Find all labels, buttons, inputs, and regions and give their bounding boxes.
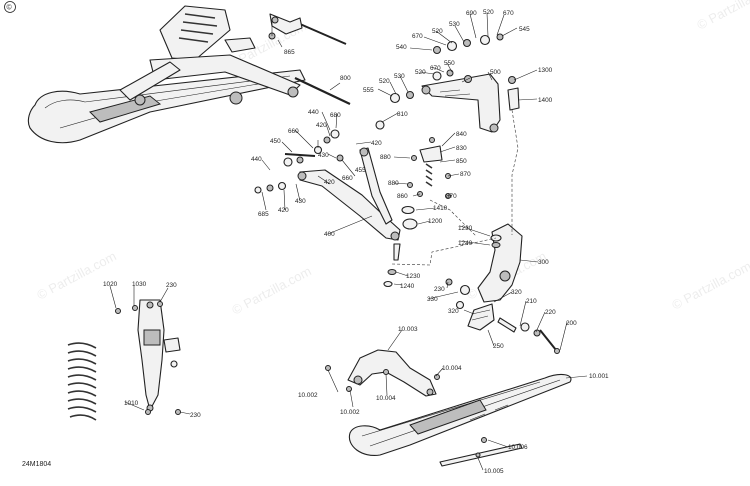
spindle-300 (445, 223, 560, 354)
tie-rod-865 (268, 13, 347, 45)
part-label: 420 (371, 140, 382, 147)
part-label: 430 (318, 152, 329, 159)
part-label: 1230 (406, 273, 421, 280)
part-label: 880 (380, 154, 391, 161)
part-label: 10.006 (508, 444, 528, 451)
part-label: 220 (545, 309, 556, 316)
bushing-stack-top (375, 33, 520, 130)
part-label: 210 (526, 298, 537, 305)
bushing-stack-left (254, 129, 344, 194)
part-label: 870 (446, 193, 457, 200)
part-label: 400 (324, 231, 335, 238)
part-label: 500 (490, 69, 501, 76)
part-label: 670 (430, 65, 441, 72)
copyright-circle (4, 1, 16, 13)
watermark: © Partzilla.com (229, 263, 313, 317)
part-label: 10.005 (484, 468, 504, 475)
part-label: 1400 (538, 97, 553, 104)
part-label: 10.004 (442, 365, 462, 372)
bushings-1410-1200 (383, 205, 418, 288)
part-label: 545 (519, 26, 530, 33)
dashed-leader (429, 199, 477, 237)
label-leaders (109, 12, 588, 471)
part-label: 330 (427, 296, 438, 303)
part-label: 870 (460, 171, 471, 178)
ski-exploded (325, 349, 572, 467)
part-label: 880 (388, 180, 399, 187)
part-label: 660 (342, 175, 353, 182)
part-label: 200 (566, 320, 577, 327)
part-label: 685 (258, 211, 269, 218)
dashed-leader (511, 109, 519, 235)
part-label: 670 (412, 33, 423, 40)
part-label: 1300 (538, 67, 553, 74)
part-label: 680 (330, 112, 341, 119)
part-label: 10.002 (340, 409, 360, 416)
part-label: 420 (324, 179, 335, 186)
watermark: © Partzilla.com (669, 258, 750, 312)
part-label: 660 (288, 128, 299, 135)
part-label: 10.003 (398, 326, 418, 333)
part-number-labels: 865 800 540 670 520 530 690 520 670 545 … (103, 9, 609, 475)
part-label: 810 (397, 111, 408, 118)
part-label: 670 (503, 10, 514, 17)
part-label: 830 (456, 145, 467, 152)
part-label: 10.004 (376, 395, 396, 402)
part-label: 1010 (124, 400, 139, 407)
part-label: 420 (316, 122, 327, 129)
part-label: 420 (278, 207, 289, 214)
stabilizer-link-group (407, 137, 451, 199)
part-label: 320 (511, 289, 522, 296)
part-label: 320 (448, 308, 459, 315)
part-label: 530 (394, 73, 405, 80)
part-label: 520 (415, 69, 426, 76)
part-label: 530 (449, 21, 460, 28)
part-label: 1030 (132, 281, 147, 288)
assembled-ski-illustration (27, 5, 306, 144)
part-label: 250 (493, 343, 504, 350)
part-label: 865 (284, 49, 295, 56)
upper-a-arm-500 (421, 73, 501, 133)
coil-spring (67, 342, 97, 421)
part-label: 850 (456, 158, 467, 165)
part-label: 1410 (433, 205, 448, 212)
part-label: 550 (444, 60, 455, 67)
part-label: 10.001 (589, 373, 609, 380)
watermark: © Partzilla.com (34, 248, 118, 302)
copyright-mark: © (7, 4, 13, 12)
part-label: 690 (466, 10, 477, 17)
part-label: 230 (166, 282, 177, 289)
part-label: 520 (483, 9, 494, 16)
part-label: 520 (379, 78, 390, 85)
part-label: 860 (397, 193, 408, 200)
part-label: 800 (340, 75, 351, 82)
part-label: 300 (538, 259, 549, 266)
rod-800 (294, 77, 351, 105)
part-label: 840 (456, 131, 467, 138)
part-label: 555 (363, 87, 374, 94)
part-label: 1200 (428, 218, 443, 225)
part-label: 450 (270, 138, 281, 145)
watermark: © Partzilla.com (694, 0, 750, 33)
part-label: 540 (396, 44, 407, 51)
part-label: 520 (432, 28, 443, 35)
part-label: 10.002 (298, 392, 318, 399)
lower-a-arm-400 (297, 147, 401, 261)
part-label: 1240 (400, 283, 415, 290)
diagram-code: 24M1804 (22, 461, 51, 468)
dashed-leader (391, 237, 497, 266)
part-label: 1240 (458, 240, 473, 247)
part-label: 440 (251, 156, 262, 163)
part-label: 1230 (458, 225, 473, 232)
part-label: 440 (308, 109, 319, 116)
part-label: 230 (190, 412, 201, 419)
part-label: 1020 (103, 281, 118, 288)
part-label: 455 (355, 167, 366, 174)
shock-absorber-1010 (115, 299, 181, 415)
part-label: 230 (434, 286, 445, 293)
part-label: 430 (295, 198, 306, 205)
